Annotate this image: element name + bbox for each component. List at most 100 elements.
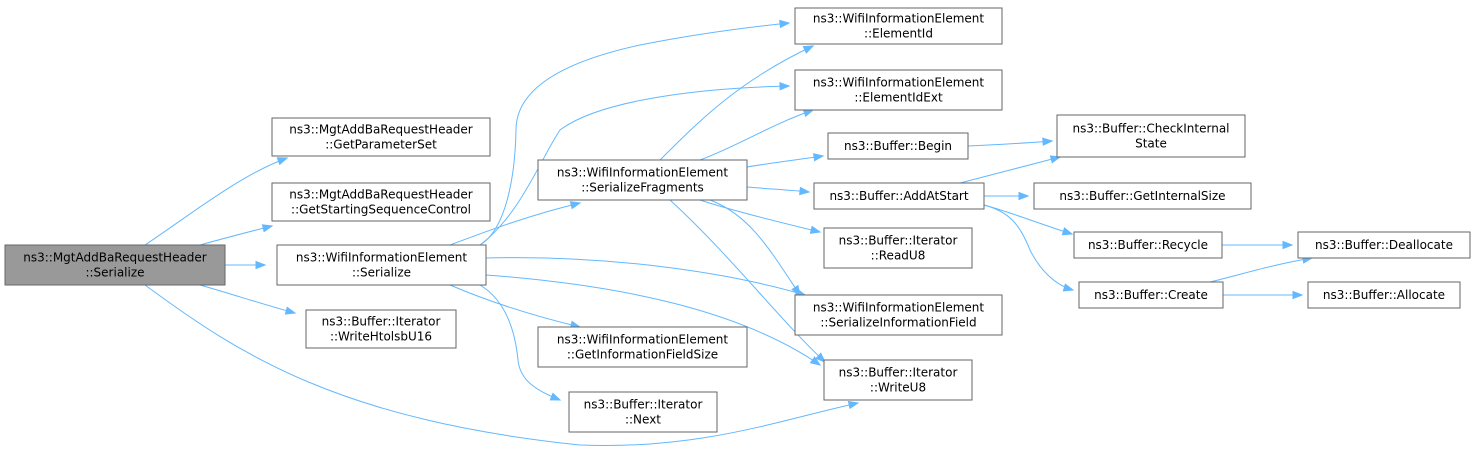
node-label-line: ns3::Buffer::Create bbox=[1094, 288, 1208, 302]
node-box bbox=[823, 359, 973, 401]
edge-arrowhead bbox=[1042, 137, 1054, 146]
edge-line bbox=[144, 284, 859, 447]
node-box bbox=[305, 309, 457, 349]
node-label-line: ns3::WifiInformationElement bbox=[296, 251, 468, 265]
edge-line bbox=[959, 156, 1061, 184]
graph-node-n20[interactable]: ns3::Buffer::Allocate bbox=[1307, 281, 1461, 309]
edge-arrowhead bbox=[569, 201, 582, 210]
edge-n0-n2 bbox=[199, 224, 274, 246]
graph-node-n10[interactable]: ns3::WifiInformationElement::SerializeIn… bbox=[794, 294, 1003, 336]
node-label-line: ns3::WifiInformationElement bbox=[813, 301, 985, 315]
graph-node-n4[interactable]: ns3::Buffer::Iterator::WriteHtolsbU16 bbox=[305, 309, 457, 349]
graph-node-n7[interactable]: ns3::WifiInformationElement::SerializeFr… bbox=[537, 159, 748, 201]
edge-n0-n1 bbox=[144, 157, 289, 246]
edge-n7-n14 bbox=[699, 199, 822, 234]
node-label-line: ns3::Buffer::AddAtStart bbox=[829, 189, 968, 203]
node-label-line: ns3::MgtAddBaRequestHeader bbox=[289, 123, 473, 137]
edge-line bbox=[746, 155, 824, 168]
graph-node-n19[interactable]: ns3::Buffer::Deallocate bbox=[1297, 231, 1471, 259]
node-box bbox=[1078, 281, 1224, 309]
edge-n18-n20 bbox=[1223, 290, 1304, 300]
edge-line bbox=[967, 140, 1053, 147]
node-label-line: ns3::Buffer::Iterator bbox=[322, 315, 441, 329]
edge-line bbox=[669, 199, 826, 363]
graph-node-n3[interactable]: ns3::WifiInformationElement::Serialize bbox=[276, 244, 487, 286]
node-label-line: ns3::Buffer::Begin bbox=[844, 139, 952, 153]
graph-node-n13[interactable]: ns3::Buffer::AddAtStart bbox=[813, 182, 985, 210]
edge-line bbox=[479, 85, 790, 246]
edge-n3-n9 bbox=[479, 284, 562, 401]
edge-n7-n12 bbox=[746, 153, 825, 168]
edge-arrowhead bbox=[1062, 283, 1075, 292]
node-label-line: ::Serialize bbox=[85, 266, 144, 280]
node-label-line: ::SerializeFragments bbox=[581, 181, 704, 195]
node-label-line: ns3::MgtAddBaRequestHeader bbox=[23, 251, 207, 265]
node-label-line: ::ElementId bbox=[864, 27, 933, 41]
graph-node-n16[interactable]: ns3::Buffer::GetInternalSize bbox=[1033, 182, 1252, 210]
graph-node-n9[interactable]: ns3::Buffer::Iterator::Next bbox=[568, 391, 718, 433]
node-label-line: ns3::WifiInformationElement bbox=[813, 76, 985, 90]
node-label-line: ns3::Buffer::Iterator bbox=[839, 366, 958, 380]
edge-n7-n11 bbox=[669, 199, 827, 363]
edge-n0-n4 bbox=[199, 284, 297, 315]
node-label-line: ns3::Buffer::CheckInternal bbox=[1072, 122, 1229, 136]
node-label-line: ns3::Buffer::Iterator bbox=[584, 398, 703, 412]
edge-arrowhead bbox=[779, 19, 791, 29]
graph-node-n18[interactable]: ns3::Buffer::Create bbox=[1078, 281, 1224, 309]
node-box bbox=[568, 391, 718, 433]
edge-line bbox=[485, 257, 806, 296]
edge-n13-n18 bbox=[983, 204, 1075, 292]
graph-node-n8[interactable]: ns3::WifiInformationElement::GetInformat… bbox=[537, 326, 748, 368]
node-label-line: ns3::WifiInformationElement bbox=[557, 333, 729, 347]
node-label-line: ns3::Buffer::Recycle bbox=[1088, 238, 1208, 252]
edge-n7-n13 bbox=[746, 186, 811, 196]
graph-node-n6[interactable]: ns3::WifiInformationElement::ElementIdEx… bbox=[794, 69, 1003, 111]
node-label-line: ::SerializeInformationField bbox=[820, 316, 976, 330]
graph-node-n12[interactable]: ns3::Buffer::Begin bbox=[827, 132, 969, 160]
edge-arrowhead bbox=[1282, 240, 1294, 250]
edge-line bbox=[485, 274, 821, 366]
graph-node-n2[interactable]: ns3::MgtAddBaRequestHeader::GetStartingS… bbox=[271, 182, 491, 222]
edge-n3-n8 bbox=[449, 284, 582, 329]
edge-arrowhead bbox=[799, 186, 811, 196]
edge-arrowhead bbox=[255, 260, 267, 270]
node-box bbox=[1297, 231, 1471, 259]
edge-n3-n5 bbox=[479, 19, 791, 246]
node-label-line: State bbox=[1135, 137, 1167, 151]
graph-node-n11[interactable]: ns3::Buffer::Iterator::WriteU8 bbox=[823, 359, 973, 401]
edge-arrowhead bbox=[779, 81, 791, 91]
graph-node-n0[interactable]: ns3::MgtAddBaRequestHeader::Serialize bbox=[4, 244, 226, 286]
edge-line bbox=[449, 284, 581, 328]
edge-arrowhead bbox=[812, 153, 825, 162]
node-label-line: ns3::MgtAddBaRequestHeader bbox=[289, 188, 473, 202]
node-label-line: ::GetInformationFieldSize bbox=[567, 348, 718, 362]
node-box bbox=[1056, 114, 1246, 158]
graph-node-n5[interactable]: ns3::WifiInformationElement::ElementId bbox=[794, 7, 1003, 45]
edge-n17-n19 bbox=[1222, 240, 1294, 250]
edge-arrowhead bbox=[276, 157, 289, 166]
edge-arrowhead bbox=[809, 356, 822, 366]
edge-line bbox=[479, 284, 561, 401]
graph-node-n14[interactable]: ns3::Buffer::Iterator::ReadU8 bbox=[823, 227, 973, 269]
node-label-line: ::GetParameterSet bbox=[325, 138, 437, 152]
node-label-line: ::Serialize bbox=[352, 266, 411, 280]
edge-line bbox=[199, 225, 273, 246]
graph-node-n1[interactable]: ns3::MgtAddBaRequestHeader::GetParameter… bbox=[271, 117, 491, 157]
edge-n13-n16 bbox=[984, 191, 1030, 201]
node-box bbox=[823, 227, 973, 269]
edge-n3-n6 bbox=[479, 81, 791, 246]
node-box bbox=[4, 244, 226, 286]
edge-arrowhead bbox=[284, 306, 297, 315]
edge-arrowhead bbox=[802, 45, 815, 54]
graph-node-n17[interactable]: ns3::Buffer::Recycle bbox=[1073, 231, 1223, 259]
edge-arrowhead bbox=[1061, 227, 1074, 236]
edge-arrowhead bbox=[809, 225, 822, 234]
node-label-line: ::ElementIdExt bbox=[854, 91, 943, 105]
edges-layer bbox=[144, 19, 1314, 447]
node-box bbox=[271, 117, 491, 157]
edge-arrowhead bbox=[1292, 290, 1304, 300]
node-box bbox=[813, 182, 985, 210]
edge-arrowhead bbox=[549, 392, 562, 401]
